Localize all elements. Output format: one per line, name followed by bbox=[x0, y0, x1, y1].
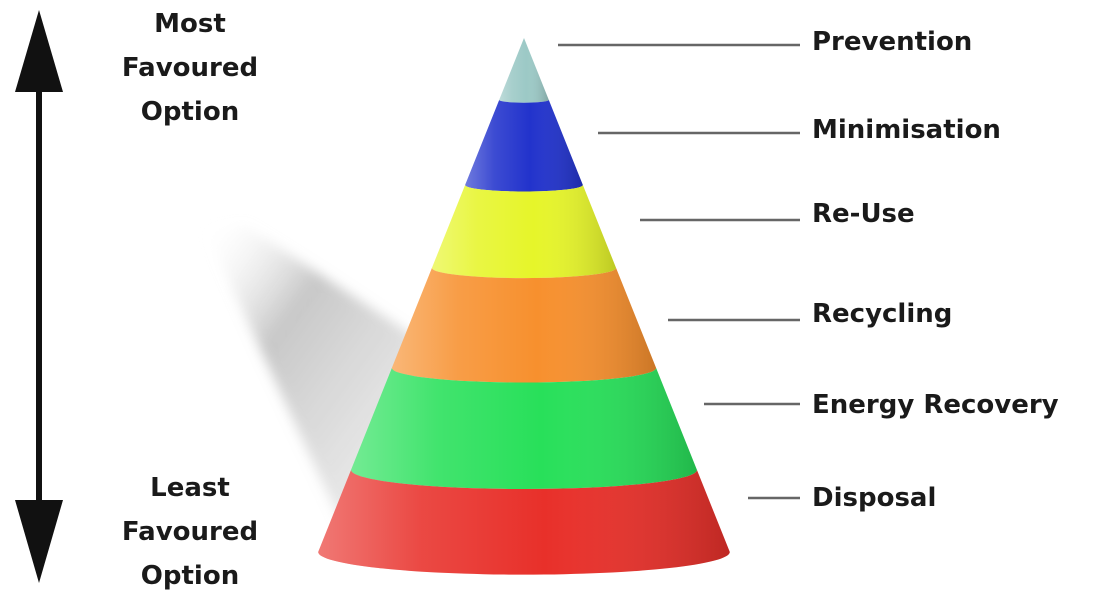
tier-label-re-use: Re-Use bbox=[812, 199, 915, 229]
cone-band-shading bbox=[351, 368, 697, 489]
tier-label-minimisation: Minimisation bbox=[812, 115, 1001, 145]
cone-band-shading bbox=[499, 38, 549, 103]
most-favoured-label: Most Favoured Option bbox=[90, 2, 290, 134]
least-favoured-label: Least Favoured Option bbox=[90, 466, 290, 598]
tier-label-disposal: Disposal bbox=[812, 483, 936, 513]
cone-band-shading bbox=[432, 185, 616, 278]
tier-label-energy-recovery: Energy Recovery bbox=[812, 390, 1059, 420]
tier-label-prevention: Prevention bbox=[812, 27, 972, 57]
cone bbox=[318, 38, 730, 575]
favour-arrow bbox=[15, 10, 63, 583]
cone-band-shading bbox=[392, 268, 656, 383]
tier-label-recycling: Recycling bbox=[812, 299, 952, 329]
cone-band-shading bbox=[465, 100, 583, 191]
